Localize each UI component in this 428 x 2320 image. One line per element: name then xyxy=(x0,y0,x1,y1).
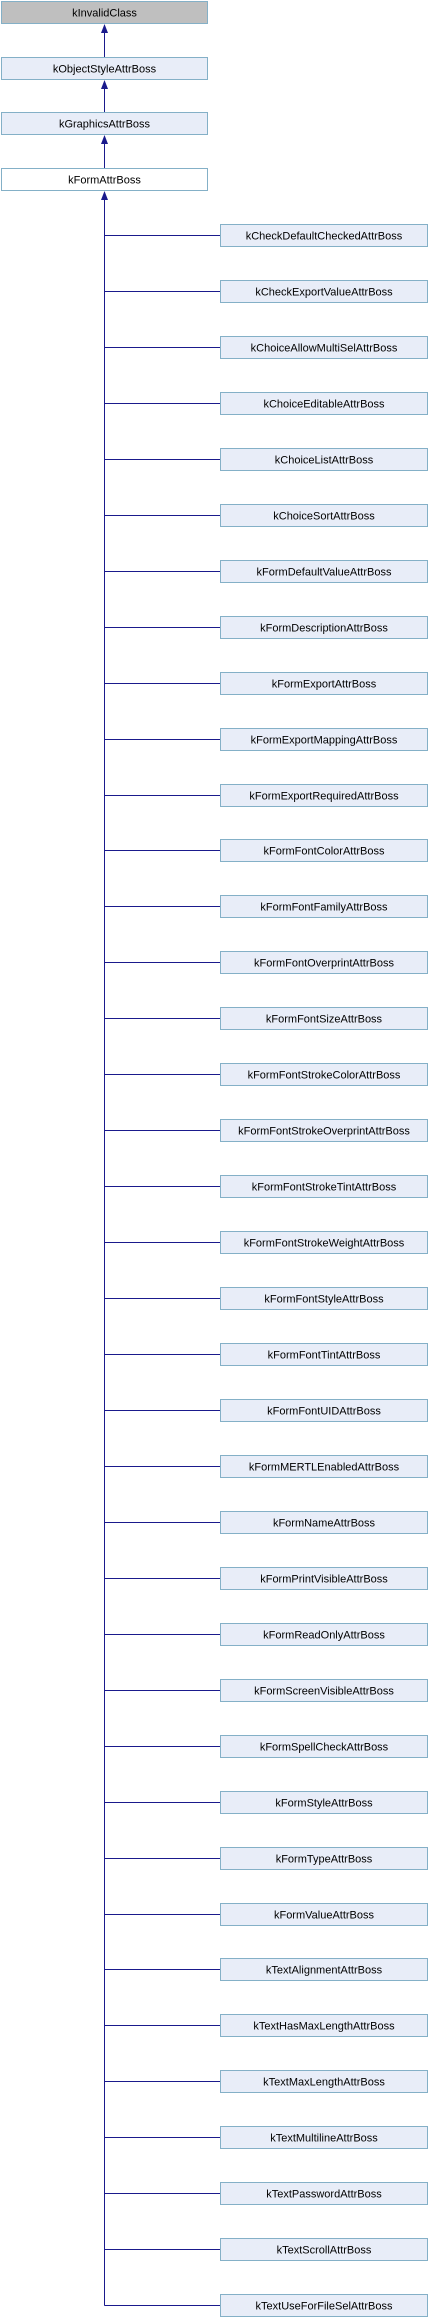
class-node-label: kFormDefaultValueAttrBoss xyxy=(257,567,392,579)
class-node-k-text-alignment-attr-boss[interactable]: kTextAlignmentAttrBoss xyxy=(220,1958,428,1981)
class-node-k-form-font-family-attr-boss[interactable]: kFormFontFamilyAttrBoss xyxy=(220,895,428,918)
class-node-k-text-use-for-file-sel-attr-boss[interactable]: kTextUseForFileSelAttrBoss xyxy=(220,2294,428,2317)
class-node-k-form-screen-visible-attr-boss[interactable]: kFormScreenVisibleAttrBoss xyxy=(220,1679,428,1702)
class-node-k-text-max-length-attr-boss[interactable]: kTextMaxLengthAttrBoss xyxy=(220,2070,428,2093)
class-node-label: kCheckExportValueAttrBoss xyxy=(255,287,393,299)
class-node-k-form-font-uid-attr-boss[interactable]: kFormFontUIDAttrBoss xyxy=(220,1399,428,1422)
class-node-label: kFormPrintVisibleAttrBoss xyxy=(260,1574,388,1586)
class-node-k-form-default-value-attr-boss[interactable]: kFormDefaultValueAttrBoss xyxy=(220,560,428,583)
class-node-label: kTextMaxLengthAttrBoss xyxy=(263,2077,385,2089)
class-node-label: kFormFontFamilyAttrBoss xyxy=(260,902,388,914)
class-node-k-form-mertl-enabled-attr-boss[interactable]: kFormMERTLEnabledAttrBoss xyxy=(220,1455,428,1478)
class-node-label: kTextUseForFileSelAttrBoss xyxy=(256,2301,393,2313)
class-node-k-form-style-attr-boss[interactable]: kFormStyleAttrBoss xyxy=(220,1791,428,1814)
class-node-k-form-font-tint-attr-boss[interactable]: kFormFontTintAttrBoss xyxy=(220,1343,428,1366)
class-node-label: kFormFontStrokeWeightAttrBoss xyxy=(244,1238,405,1250)
class-node-label: kChoiceAllowMultiSelAttrBoss xyxy=(251,343,398,355)
class-node-k-form-value-attr-boss[interactable]: kFormValueAttrBoss xyxy=(220,1903,428,1926)
class-node-k-form-description-attr-boss[interactable]: kFormDescriptionAttrBoss xyxy=(220,616,428,639)
class-node-k-form-name-attr-boss[interactable]: kFormNameAttrBoss xyxy=(220,1511,428,1534)
class-node-k-form-spell-check-attr-boss[interactable]: kFormSpellCheckAttrBoss xyxy=(220,1735,428,1758)
class-node-k-object-style-attr-boss[interactable]: kObjectStyleAttrBoss xyxy=(1,57,208,80)
class-node-k-form-font-style-attr-boss[interactable]: kFormFontStyleAttrBoss xyxy=(220,1287,428,1310)
class-node-k-text-multiline-attr-boss[interactable]: kTextMultilineAttrBoss xyxy=(220,2126,428,2149)
class-node-label: kFormExportRequiredAttrBoss xyxy=(249,791,399,803)
class-node-k-form-font-stroke-color-attr-boss[interactable]: kFormFontStrokeColorAttrBoss xyxy=(220,1063,428,1086)
class-node-box xyxy=(1,112,208,135)
class-node-label: kFormExportAttrBoss xyxy=(272,679,377,691)
class-node-label: kCheckDefaultCheckedAttrBoss xyxy=(246,231,403,243)
class-node-label: kFormFontOverprintAttrBoss xyxy=(254,958,394,970)
class-node-k-form-export-required-attr-boss[interactable]: kFormExportRequiredAttrBoss xyxy=(220,784,428,807)
class-node-label: kFormAttrBoss xyxy=(68,175,141,187)
class-node-label: kInvalidClass xyxy=(72,8,137,20)
class-node-label: kFormFontUIDAttrBoss xyxy=(267,1406,381,1418)
class-node-label: kFormNameAttrBoss xyxy=(273,1518,376,1530)
class-node-label: kFormValueAttrBoss xyxy=(274,1910,375,1922)
class-node-k-check-default-checked-attr-boss[interactable]: kCheckDefaultCheckedAttrBoss xyxy=(220,224,428,247)
class-node-k-text-password-attr-boss[interactable]: kTextPasswordAttrBoss xyxy=(220,2182,428,2205)
class-node-label: kFormTypeAttrBoss xyxy=(276,1854,373,1866)
class-node-label: kFormMERTLEnabledAttrBoss xyxy=(249,1462,400,1474)
class-node-label: kGraphicsAttrBoss xyxy=(59,119,151,131)
class-node-box xyxy=(1,1,208,24)
inheritance-edges xyxy=(101,24,220,2306)
class-node-k-form-print-visible-attr-boss[interactable]: kFormPrintVisibleAttrBoss xyxy=(220,1567,428,1590)
class-node-k-text-has-max-length-attr-boss[interactable]: kTextHasMaxLengthAttrBoss xyxy=(220,2014,428,2037)
class-node-k-check-export-value-attr-boss[interactable]: kCheckExportValueAttrBoss xyxy=(220,280,428,303)
class-node-label: kFormFontStrokeColorAttrBoss xyxy=(248,1070,401,1082)
class-node-k-form-read-only-attr-boss[interactable]: kFormReadOnlyAttrBoss xyxy=(220,1623,428,1646)
inheritance-arrowhead-icon xyxy=(101,24,108,33)
class-node-k-form-attr-boss[interactable]: kFormAttrBoss xyxy=(1,168,208,191)
class-node-label: kFormScreenVisibleAttrBoss xyxy=(254,1686,394,1698)
class-node-k-form-font-overprint-attr-boss[interactable]: kFormFontOverprintAttrBoss xyxy=(220,951,428,974)
class-node-box xyxy=(1,57,208,80)
class-node-k-form-font-color-attr-boss[interactable]: kFormFontColorAttrBoss xyxy=(220,839,428,862)
inheritance-arrowhead-icon xyxy=(101,191,108,200)
class-node-k-form-font-stroke-overprint-attr-boss[interactable]: kFormFontStrokeOverprintAttrBoss xyxy=(220,1119,428,1142)
inheritance-arrowhead-icon xyxy=(101,80,108,89)
class-node-k-form-export-attr-boss[interactable]: kFormExportAttrBoss xyxy=(220,672,428,695)
class-node-k-choice-editable-attr-boss[interactable]: kChoiceEditableAttrBoss xyxy=(220,392,428,415)
class-node-label: kFormFontStyleAttrBoss xyxy=(264,1294,384,1306)
class-node-label: kFormFontStrokeTintAttrBoss xyxy=(252,1182,397,1194)
class-node-k-graphics-attr-boss[interactable]: kGraphicsAttrBoss xyxy=(1,112,208,135)
class-node-label: kChoiceEditableAttrBoss xyxy=(263,399,385,411)
class-node-label: kChoiceListAttrBoss xyxy=(275,455,374,467)
class-node-k-form-type-attr-boss[interactable]: kFormTypeAttrBoss xyxy=(220,1847,428,1870)
class-node-label: kFormFontStrokeOverprintAttrBoss xyxy=(238,1126,410,1138)
inheritance-arrowhead-icon xyxy=(101,135,108,144)
class-node-k-form-font-stroke-tint-attr-boss[interactable]: kFormFontStrokeTintAttrBoss xyxy=(220,1175,428,1198)
class-node-label: kFormDescriptionAttrBoss xyxy=(260,623,388,635)
class-node-k-invalid-class[interactable]: kInvalidClass xyxy=(1,1,208,24)
class-node-label: kFormFontSizeAttrBoss xyxy=(266,1014,383,1026)
class-node-k-text-scroll-attr-boss[interactable]: kTextScrollAttrBoss xyxy=(220,2238,428,2261)
class-node-label: kChoiceSortAttrBoss xyxy=(273,511,375,523)
class-node-k-form-font-size-attr-boss[interactable]: kFormFontSizeAttrBoss xyxy=(220,1007,428,1030)
class-node-label: kObjectStyleAttrBoss xyxy=(53,64,157,76)
class-node-label: kFormStyleAttrBoss xyxy=(275,1798,373,1810)
class-node-label: kFormFontTintAttrBoss xyxy=(268,1350,381,1362)
class-node-k-form-export-mapping-attr-boss[interactable]: kFormExportMappingAttrBoss xyxy=(220,728,428,751)
class-node-k-form-font-stroke-weight-attr-boss[interactable]: kFormFontStrokeWeightAttrBoss xyxy=(220,1231,428,1254)
class-node-label: kTextPasswordAttrBoss xyxy=(266,2189,382,2201)
class-node-label: kTextHasMaxLengthAttrBoss xyxy=(253,2021,395,2033)
class-node-box xyxy=(1,168,208,191)
class-node-label: kFormExportMappingAttrBoss xyxy=(251,735,398,747)
class-node-label: kTextScrollAttrBoss xyxy=(277,2245,372,2257)
class-node-label: kFormReadOnlyAttrBoss xyxy=(263,1630,385,1642)
class-node-label: kTextMultilineAttrBoss xyxy=(270,2133,378,2145)
class-node-k-choice-allow-multi-sel-attr-boss[interactable]: kChoiceAllowMultiSelAttrBoss xyxy=(220,336,428,359)
class-node-k-choice-list-attr-boss[interactable]: kChoiceListAttrBoss xyxy=(220,448,428,471)
class-node-label: kFormSpellCheckAttrBoss xyxy=(260,1742,389,1754)
class-node-k-choice-sort-attr-boss[interactable]: kChoiceSortAttrBoss xyxy=(220,504,428,527)
class-node-label: kFormFontColorAttrBoss xyxy=(263,846,385,858)
class-node-label: kTextAlignmentAttrBoss xyxy=(266,1965,383,1977)
